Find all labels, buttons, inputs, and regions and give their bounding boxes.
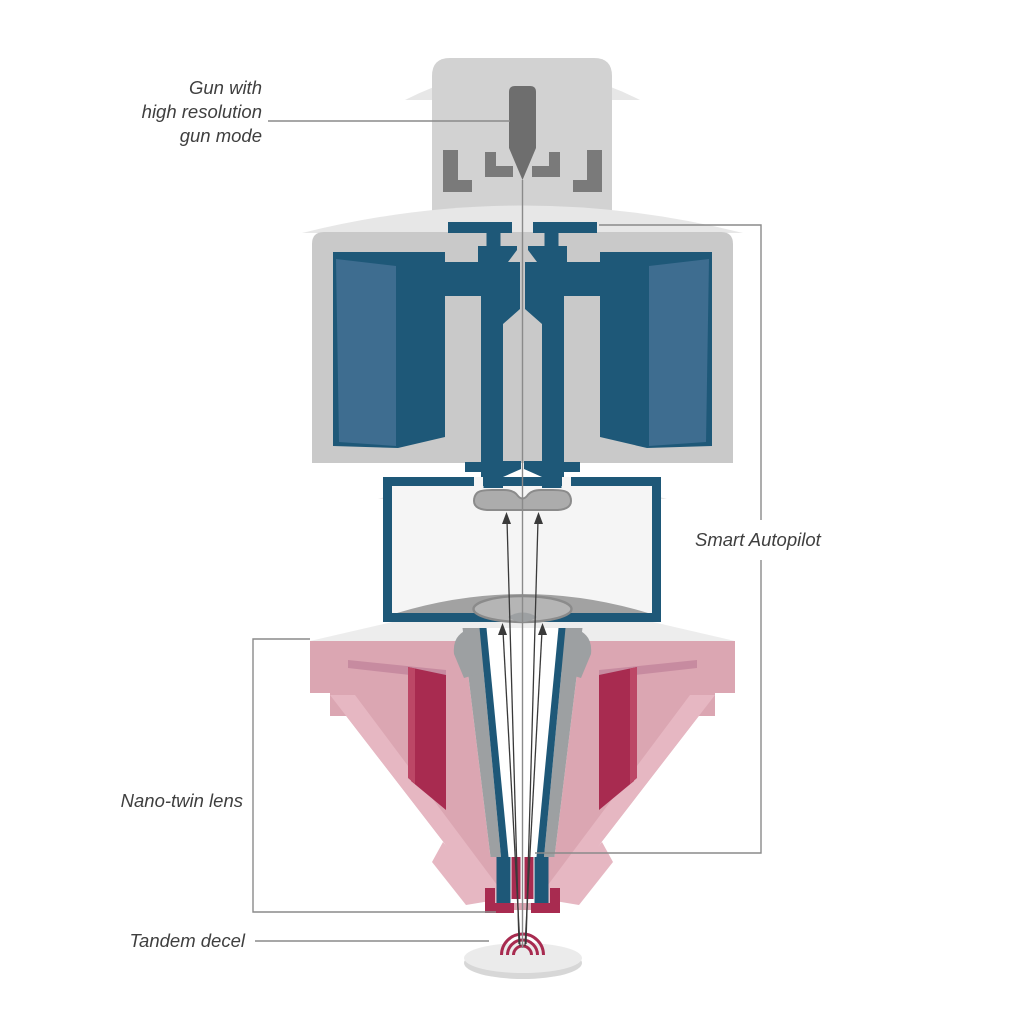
sample-stage	[464, 932, 582, 979]
beam-tube-right	[525, 262, 564, 488]
gun-emitter	[509, 86, 536, 180]
tip-blue-left	[496, 857, 511, 903]
anode-bar-left	[448, 222, 512, 233]
coil-box-left	[333, 252, 445, 448]
cone-wedge-right	[549, 842, 613, 905]
leader-nano-twin-lens	[252, 638, 496, 913]
label-smart-autopilot: Smart Autopilot	[695, 529, 821, 550]
ray-aperture-left	[506, 519, 520, 945]
tube-flare-right	[564, 462, 580, 472]
electrode-inner-left	[485, 152, 513, 177]
tip-bracket-right	[531, 888, 560, 913]
pole-piece-right-edge	[630, 667, 637, 784]
gate-bar-right	[542, 445, 562, 488]
sample-disk	[464, 943, 582, 973]
pole-piece-right	[599, 667, 637, 810]
beam-rays	[498, 180, 547, 948]
label-gun: Gun with high resolution gun mode	[142, 76, 262, 148]
pole-piece-left-edge	[408, 667, 415, 784]
beam-tube-assembly	[437, 222, 608, 488]
gate-flange-right	[524, 461, 542, 477]
tube-shoulder-right	[528, 246, 567, 262]
tube-neck-left	[486, 233, 501, 247]
anode-bar-right	[533, 222, 597, 233]
frame-gap-right	[562, 477, 571, 488]
tip-blue-right	[534, 857, 549, 903]
yoke-arm-right	[562, 262, 608, 296]
pole-piece-left	[408, 667, 446, 810]
tube-shoulder-left	[478, 246, 517, 262]
label-gun-line-1: Gun with	[188, 77, 262, 98]
arrowhead-cup-right	[538, 623, 547, 635]
label-tandem-decel: Tandem decel	[129, 930, 245, 951]
gate-flange-left	[503, 461, 521, 477]
cone-edge-left	[330, 695, 509, 910]
arrowhead-aperture-left	[502, 512, 511, 524]
gun-section	[405, 58, 640, 233]
label-gun-line-2: high resolution	[141, 101, 262, 122]
leader-smart-autopilot	[535, 224, 762, 854]
ray-cup-left	[502, 630, 521, 947]
channel-liner-blue-left	[479, 628, 509, 857]
coil-left-face	[336, 259, 396, 446]
leader-lines	[252, 120, 762, 942]
frame-gap-left	[474, 477, 483, 488]
gun-electrodes	[443, 150, 602, 192]
arrowhead-aperture-right	[534, 512, 543, 524]
cone-wedge-left	[432, 842, 496, 905]
tube-neck-right	[544, 233, 559, 247]
channel-liner-blue-right	[536, 628, 566, 857]
channel-lining-left	[462, 628, 501, 857]
arrowhead-cup-left	[498, 623, 507, 635]
coil-right-face	[649, 259, 709, 446]
channel-lining-right	[544, 628, 583, 857]
tube-flare-left	[465, 462, 481, 472]
coil-box-right	[600, 252, 712, 448]
electrode-outer-left	[443, 150, 472, 192]
gate-bar-left	[483, 445, 503, 488]
electrode-inner-right	[532, 152, 560, 177]
label-gun-line-3: gun mode	[179, 125, 262, 146]
electrode-outer-right	[573, 150, 602, 192]
beam-tube-left	[481, 262, 520, 488]
ray-aperture-right	[525, 519, 539, 945]
yoke-arm-left	[437, 262, 483, 296]
cone-edge-right	[536, 695, 715, 910]
ray-cup-right	[524, 630, 543, 947]
tip-bracket-left	[485, 888, 514, 913]
label-nano-twin-lens: Nano-twin lens	[120, 790, 243, 811]
